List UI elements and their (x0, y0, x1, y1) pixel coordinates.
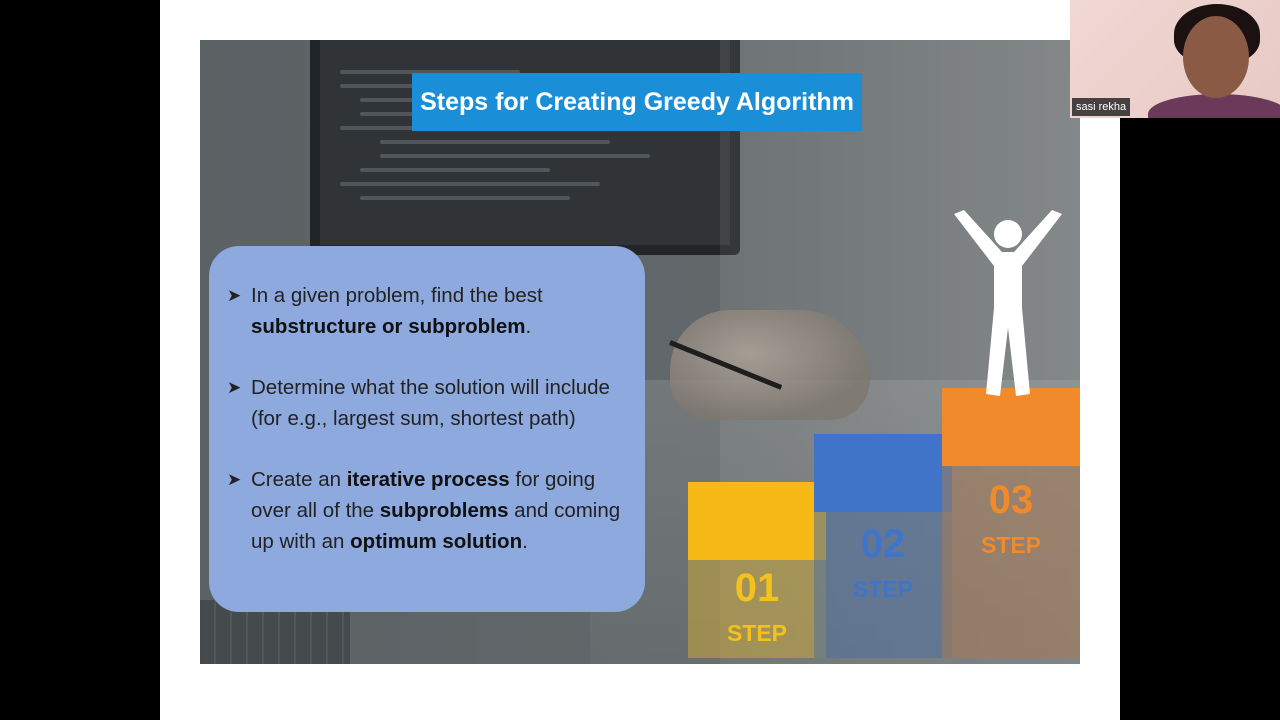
bullet-item-2: ➤ Determine what the solution will inclu… (227, 372, 629, 434)
arrow-bullet-icon: ➤ (227, 286, 242, 305)
bullet-text: In a given problem, find the best substr… (251, 284, 543, 338)
step-03-label: STEP (980, 532, 1042, 558)
webcam-video-tile[interactable]: sasi rekha (1070, 0, 1280, 118)
slide-title: Steps for Creating Greedy Algorithm (412, 73, 862, 131)
presentation-slide: Steps for Creating Greedy Algorithm ➤ In… (200, 40, 1080, 664)
arrow-bullet-icon: ➤ (227, 378, 242, 397)
step-01-number: 01 (734, 566, 780, 610)
step-01-body (688, 560, 826, 658)
step-03-top (942, 388, 1080, 466)
step-01-label: STEP (726, 620, 788, 646)
arrow-bullet-icon: ➤ (227, 470, 242, 489)
background-hand (670, 310, 870, 420)
step-02-body (814, 512, 952, 658)
bullet-item-3: ➤ Create an iterative process for going … (227, 464, 629, 557)
step-02-top (814, 434, 952, 512)
bullet-item-1: ➤ In a given problem, find the best subs… (227, 280, 629, 342)
step-02-label: STEP (852, 576, 914, 602)
shared-screen: Steps for Creating Greedy Algorithm ➤ In… (160, 0, 1120, 720)
step-03-number: 03 (988, 478, 1034, 522)
participant-name-tag: sasi rekha (1072, 98, 1131, 116)
step-02-number: 02 (860, 522, 906, 566)
participant-face (1183, 16, 1249, 98)
winner-person-icon (954, 210, 1062, 396)
bullet-text: Create an iterative process for going ov… (251, 468, 621, 553)
step-block-02: 02 STEP (814, 434, 952, 658)
step-01-top (688, 482, 826, 560)
step-03-body (942, 466, 1080, 658)
step-block-01: 01 STEP (688, 482, 826, 658)
step-block-03: 03 STEP (942, 388, 1080, 658)
bullet-text: Determine what the solution will include… (251, 376, 610, 430)
bullet-list-box: ➤ In a given problem, find the best subs… (209, 246, 645, 612)
